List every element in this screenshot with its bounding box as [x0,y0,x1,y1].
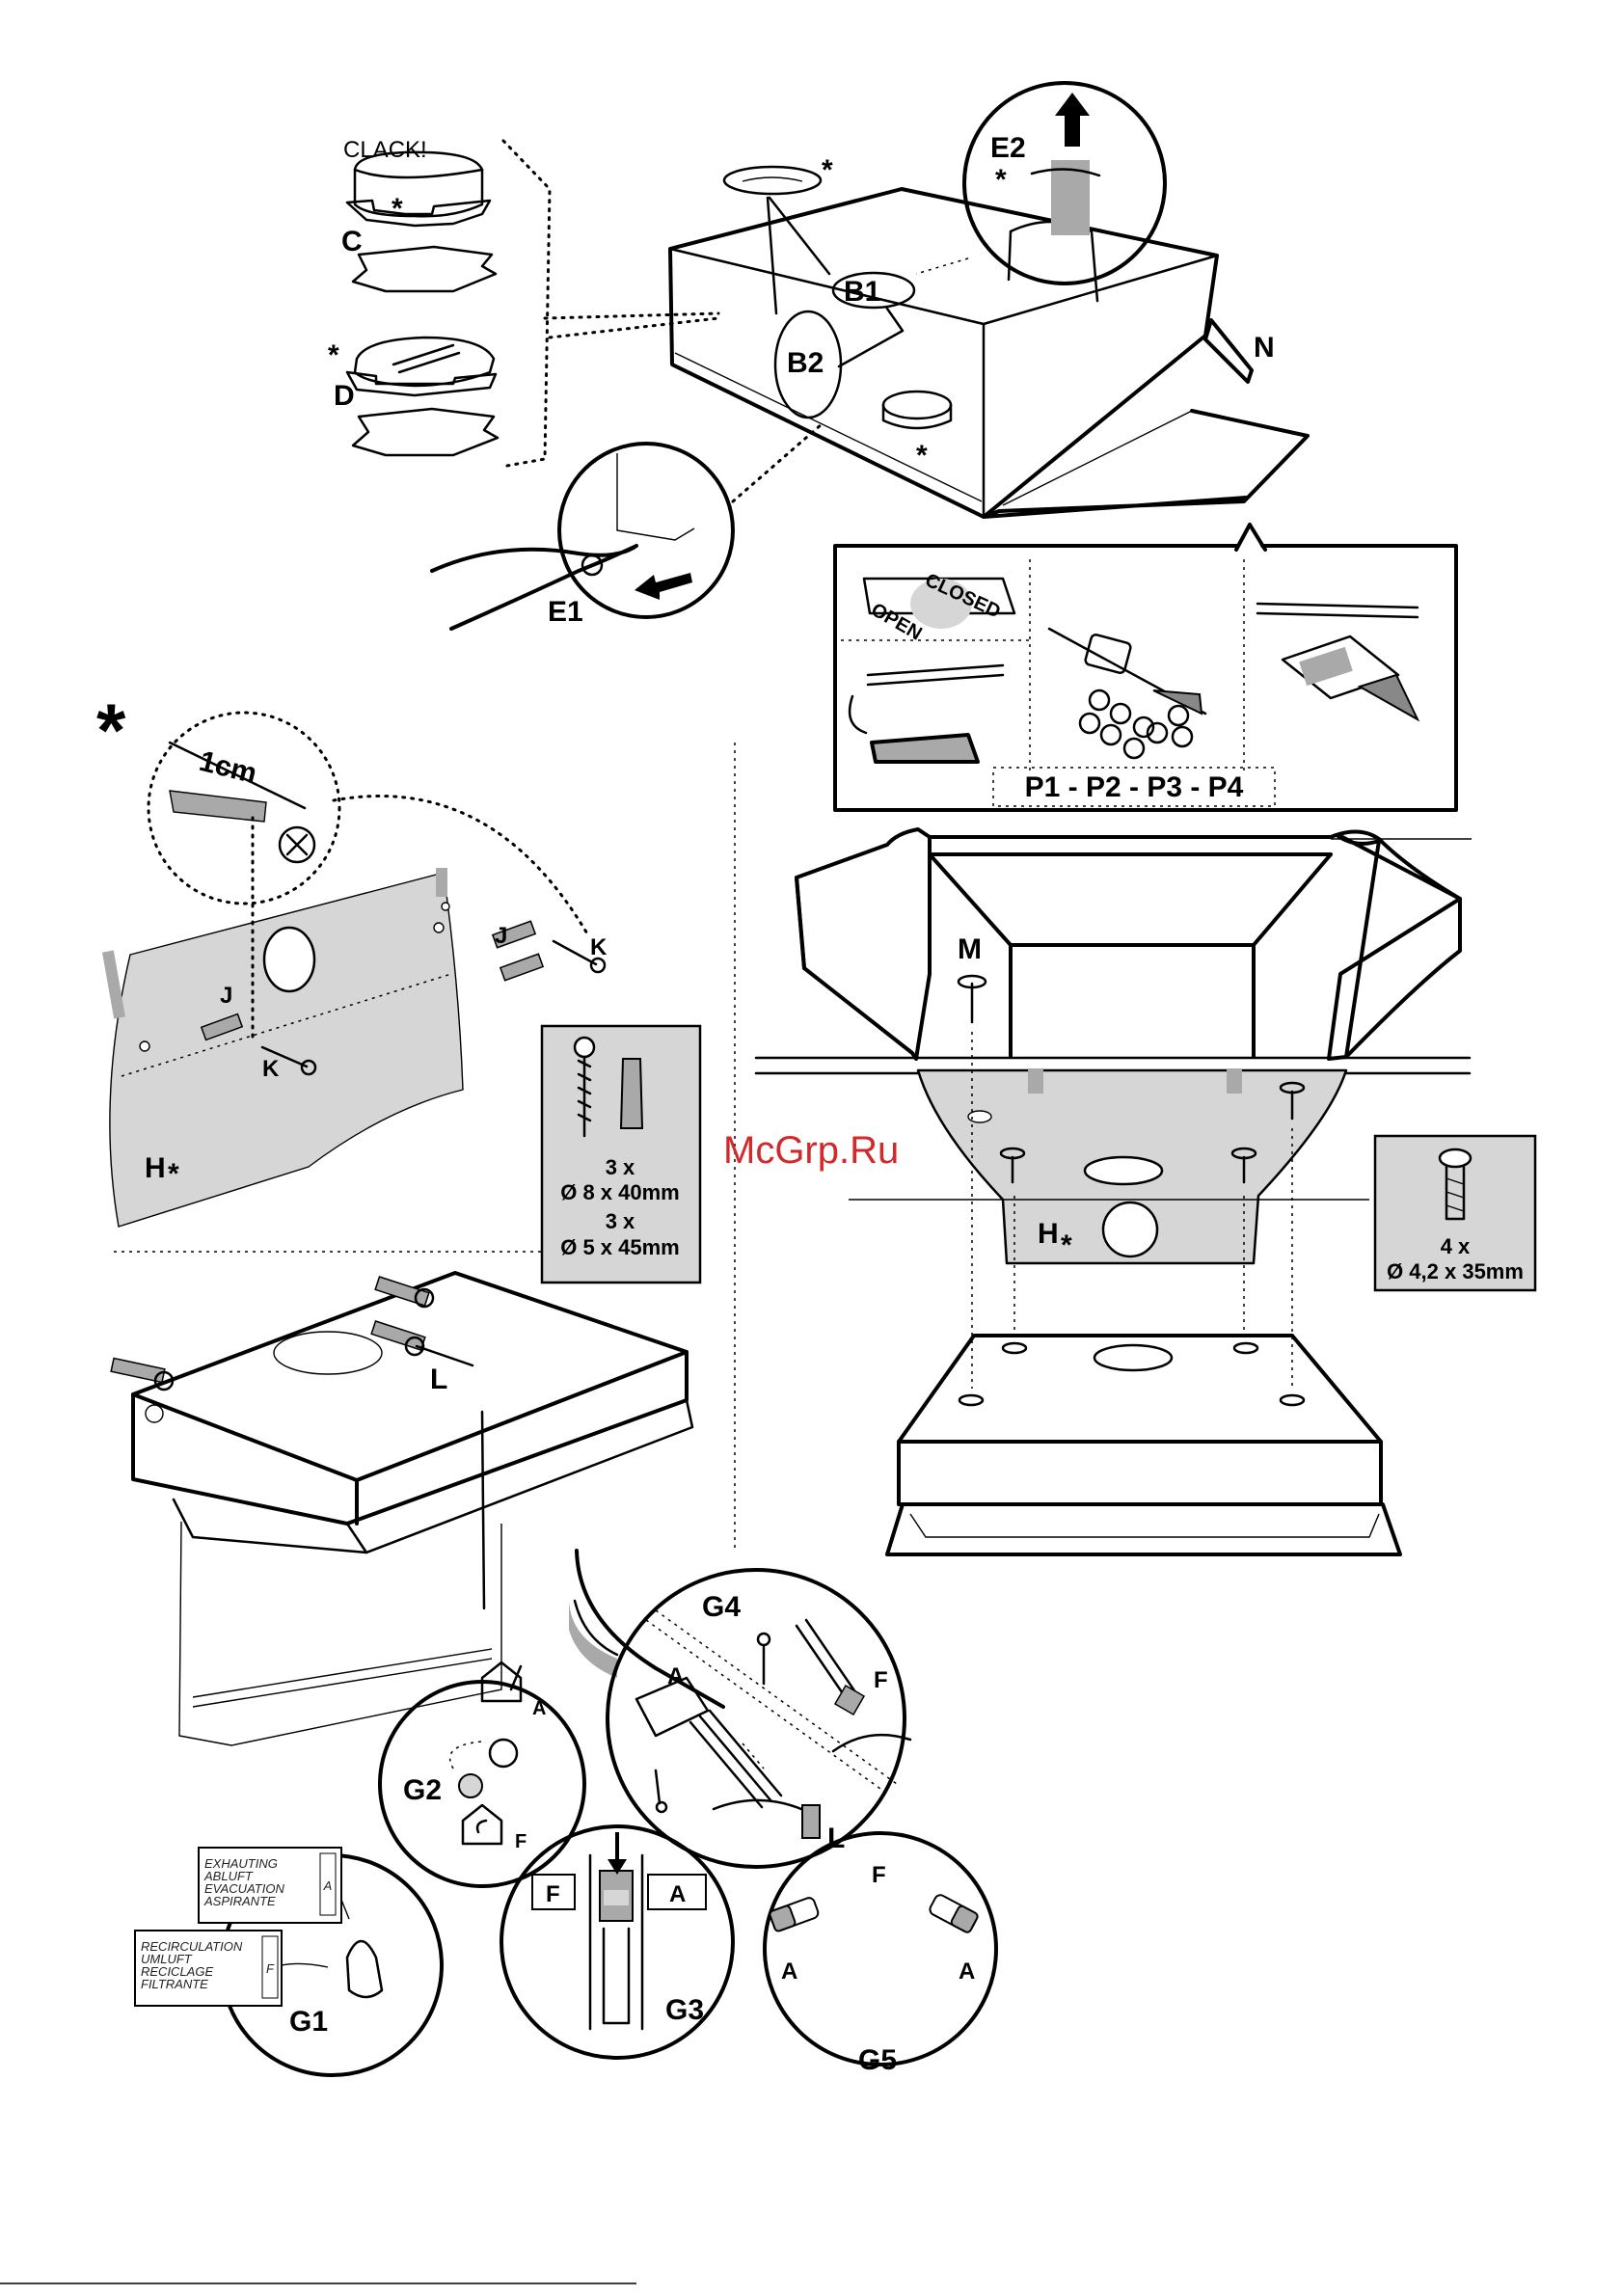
label-p-codes: P1 - P2 - P3 - P4 [1025,771,1244,803]
spec-5x45: Ø 5 x 45mm [560,1235,680,1259]
svg-text:A: A [959,1958,975,1985]
svg-text:*: * [168,1158,179,1190]
label-g4: G4 [702,1591,741,1623]
watermark: McGrp.Ru [723,1129,899,1172]
wall-fixings-box: 3 x Ø 8 x 40mm 3 x Ø 5 x 45mm [542,1026,700,1283]
template-hole [264,928,314,991]
collar-c-base [353,247,496,291]
label-e2: E2 [990,132,1026,164]
svg-text:J: J [220,983,232,1009]
hood-wall-mount: L [111,1273,692,1745]
selector-knob [347,1941,382,1997]
filter-panel [984,411,1308,517]
cabinet-install: M H * [756,829,1472,1554]
cabinet-left-side [797,829,930,1059]
svg-text:K: K [262,1056,280,1082]
svg-text:F: F [546,1881,560,1907]
label-b2: B2 [787,347,824,379]
label-h-left: H [145,1152,166,1184]
collar-d-star: * [328,339,339,371]
svg-text:F: F [872,1862,886,1888]
svg-text:A: A [532,1698,546,1719]
svg-text:*: * [822,154,833,186]
big-star: * [96,688,126,772]
label-l: L [430,1364,447,1395]
svg-text:*: * [916,440,928,472]
svg-text:A: A [323,1878,333,1893]
spec-8x40: Ø 8 x 40mm [560,1180,680,1204]
collar-d-base [353,409,498,455]
svg-text:K: K [590,934,608,960]
detail-e1: E1 [432,424,822,629]
flap-n [1205,320,1252,382]
label-n: N [1254,332,1275,364]
label-b1: B1 [844,276,880,308]
label-c: C [341,226,363,257]
label-g3: G3 [665,1994,704,2026]
spec-4-2x35: Ø 4,2 x 35mm [1387,1259,1524,1283]
svg-text:F: F [874,1667,888,1693]
wall-fixing-section: * 1cm J K J [96,688,608,1227]
svg-text:A: A [669,1881,686,1907]
svg-text:FILTRANTE: FILTRANTE [141,1977,208,1991]
label-g5: G5 [858,2044,897,2076]
label-g1: G1 [289,2006,328,2038]
label-e1: E1 [548,596,583,628]
clack-label: CLACK! [343,137,427,163]
hood-wall-body [133,1273,687,1524]
svg-text:F: F [266,1961,275,1976]
label-1cm: 1cm [196,745,259,791]
cabinet-right-side [1329,835,1460,1059]
svg-text:*: * [995,164,1007,196]
house-icon-f [463,1805,501,1844]
filter-panel-detail: OPEN CLOSED P1 - P2 - P3 - P4 [835,525,1456,810]
detail-g1: A EXHAUTING ABLUFT EVACUATION ASPIRANTE … [135,1848,442,2075]
detail-g5: F A A G5 [765,1833,996,2076]
detail-g4: G4 A F L [569,1551,910,1867]
plug-j-right: J [493,921,543,981]
svg-text:3 x: 3 x [606,1209,635,1233]
ceiling-fixings-box: 4 x Ø 4,2 x 35mm [1375,1136,1535,1290]
svg-text:3 x: 3 x [606,1155,635,1179]
hood-body [670,189,1217,517]
hood-top-view: * B1 B2 * E2 * N [670,83,1308,517]
collar-c-star: * [392,193,403,225]
detail-g3: F A G3 [501,1826,733,2058]
svg-text:ASPIRANTE: ASPIRANTE [203,1894,276,1908]
collar-c-group: CLACK! * C * D [328,137,718,467]
reducer-lid [724,167,821,194]
svg-text:J: J [495,923,507,949]
lift-arrow [1055,93,1090,147]
svg-text:*: * [1061,1229,1072,1261]
svg-text:4 x: 4 x [1441,1234,1471,1258]
svg-text:A: A [781,1958,797,1985]
pliers [432,546,636,629]
svg-text:F: F [515,1831,527,1852]
label-h-right: H [1038,1218,1059,1250]
label-a-g4: A [667,1663,684,1689]
label-m: M [958,933,982,965]
hood-top [899,1336,1381,1442]
label-d: D [334,380,355,412]
screw-k-right: K [554,934,608,972]
hood-front-strip [887,1504,1400,1554]
label-g2: G2 [403,1774,442,1806]
outlet-ring [883,392,951,419]
filter-slide-tab [872,735,978,762]
detail-g2: A G2 F [380,1412,584,1886]
